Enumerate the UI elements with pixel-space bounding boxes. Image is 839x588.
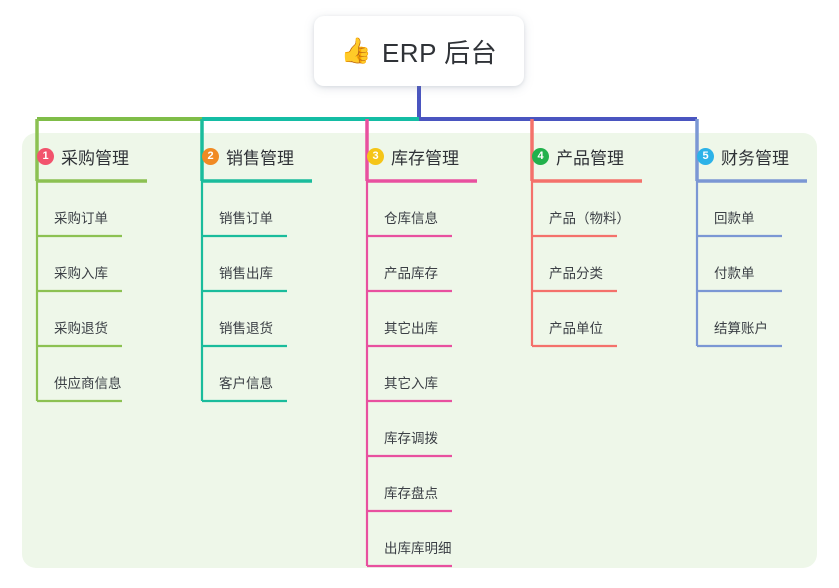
leaf-node-label: 采购退货 [54,321,108,336]
leaf-node[interactable]: 销售退货 [190,291,294,346]
category-number-badge: 2 [202,147,219,165]
leaf-node[interactable]: 出库库明细 [355,511,459,566]
leaf-node[interactable]: 库存盘点 [355,456,459,511]
leaf-node[interactable]: 产品单位 [520,291,624,346]
category-header-2[interactable]: 2 销售管理 [190,143,294,169]
category-column-5: 5 财务管理回款单付款单结算账户 [685,143,789,346]
leaf-node[interactable]: 产品分类 [520,236,624,291]
leaf-node[interactable]: 回款单 [685,181,789,236]
leaf-node-label: 结算账户 [714,321,768,336]
root-node-title: ERP 后台 [381,37,498,68]
leaf-node-label: 其它出库 [384,321,438,336]
leaf-node-label: 出库库明细 [384,541,452,556]
leaf-node-label: 产品库存 [384,266,438,281]
category-number-badge: 5 [697,147,714,165]
leaf-node[interactable]: 采购入库 [25,236,129,291]
category-header-5[interactable]: 5 财务管理 [685,143,789,169]
leaf-node[interactable]: 付款单 [685,236,789,291]
category-header-4[interactable]: 4 产品管理 [520,143,624,169]
leaf-node-label: 仓库信息 [384,211,438,226]
category-column-4: 4 产品管理产品（物料） 产品分类产品单位 [520,143,630,346]
leaf-node[interactable]: 其它出库 [355,291,459,346]
category-number-badge: 4 [532,147,549,165]
leaf-node-label: 其它入库 [384,376,438,391]
leaf-node-label: 产品（物料） [549,211,630,226]
leaf-node-label: 供应商信息 [54,376,122,391]
leaf-node[interactable]: 供应商信息 [25,346,129,401]
leaf-node[interactable]: 结算账户 [685,291,789,346]
leaf-node-label: 销售订单 [219,211,273,226]
diagram-background-panel [22,133,817,568]
leaf-node[interactable]: 采购订单 [25,181,129,236]
leaf-node-label: 产品分类 [549,266,603,281]
thumbs-up-icon: 👍 [340,36,372,65]
leaf-node[interactable]: 采购退货 [25,291,129,346]
leaf-node-label: 采购订单 [54,211,108,226]
leaf-node[interactable]: 其它入库 [355,346,459,401]
leaf-node-label: 采购入库 [54,266,108,281]
leaf-node-label: 产品单位 [549,321,603,336]
leaf-node[interactable]: 产品库存 [355,236,459,291]
leaf-node[interactable]: 产品（物料） [520,181,630,236]
leaf-node-label: 销售退货 [219,321,273,336]
leaf-node-label: 库存调拨 [384,431,438,446]
leaf-node-label: 回款单 [714,211,755,226]
category-number-badge: 3 [367,147,384,165]
category-title: 财务管理 [721,148,789,168]
leaf-node[interactable]: 仓库信息 [355,181,459,236]
leaf-node[interactable]: 库存调拨 [355,401,459,456]
leaf-node-label: 销售出库 [219,266,273,281]
leaf-node[interactable]: 销售订单 [190,181,294,236]
root-node-card[interactable]: 👍 ERP 后台 [314,16,524,86]
category-column-1: 1 采购管理采购订单采购入库采购退货供应商信息 [25,143,129,401]
category-number-badge: 1 [37,147,54,165]
category-column-2: 2 销售管理销售订单销售出库销售退货客户信息 [190,143,294,401]
category-header-3[interactable]: 3 库存管理 [355,143,459,169]
leaf-node[interactable]: 客户信息 [190,346,294,401]
category-header-1[interactable]: 1 采购管理 [25,143,129,169]
category-title: 采购管理 [61,148,129,168]
category-title: 库存管理 [391,148,459,168]
category-title: 产品管理 [556,148,624,168]
leaf-node-label: 付款单 [714,266,755,281]
leaf-node-label: 库存盘点 [384,486,438,501]
category-column-3: 3 库存管理仓库信息产品库存其它出库其它入库库存调拨库存盘点出库库明细 [355,143,459,566]
leaf-node-label: 客户信息 [219,376,273,391]
leaf-node[interactable]: 销售出库 [190,236,294,291]
category-title: 销售管理 [226,148,294,168]
